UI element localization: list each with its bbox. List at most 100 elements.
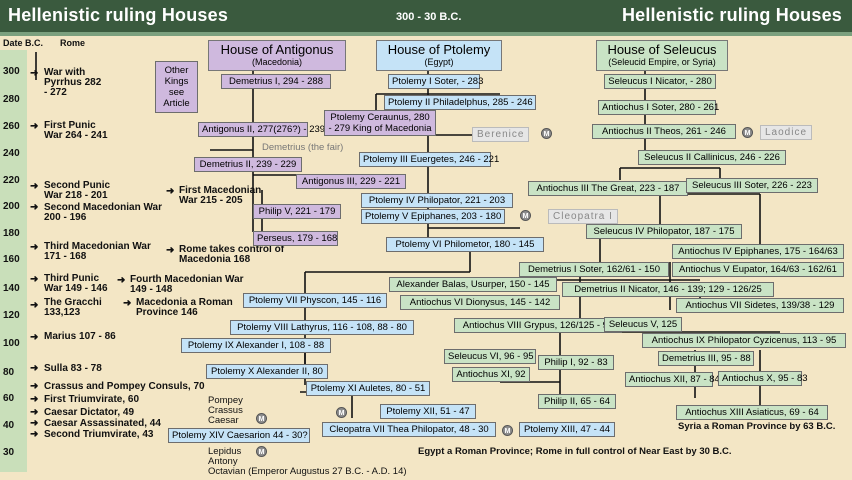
rome-label: Rome (60, 38, 86, 48)
antiochus-iv: Antiochus IV Epiphanes, 175 - 164/63 (672, 244, 844, 259)
year-160: 160 (3, 254, 20, 265)
ptolemy-xii: Ptolemy XII, 51 - 47 (380, 404, 476, 419)
year-180: 180 (3, 228, 20, 239)
roman-pompey: Pompey (208, 395, 243, 406)
ptolemy-ix: Ptolemy IX Alexander I, 108 - 88 (181, 338, 331, 353)
demetrius-i: Demetrius I Soter, 162/61 - 150 (519, 262, 669, 277)
date-range: 300 - 30 B.C. (396, 11, 462, 23)
arrow-icon: ➜ (30, 332, 39, 343)
ptolemy-x: Ptolemy X Alexander II, 80 (206, 364, 328, 379)
rome-event: Third Macedonian War 171 - 168 (44, 241, 151, 262)
rome-event: First Triumvirate, 60 (44, 394, 140, 405)
title-right: Hellenistic ruling Houses (621, 5, 842, 25)
header-stripe (0, 32, 852, 36)
rome-event: Sulla 83 - 78 (44, 363, 102, 374)
rome-event: Marius 107 - 86 (44, 331, 116, 342)
arrow-icon: ➜ (30, 202, 39, 213)
year-60: 60 (3, 393, 15, 404)
rome-event: Caesar Assassinated, 44 (44, 418, 161, 429)
antiochus-xi: Antiochus XI, 92 (452, 367, 530, 382)
year-220: 220 (3, 175, 20, 186)
house-ptolemy-header: House of Ptolemy (Egypt) (376, 40, 502, 71)
year-200: 200 (3, 201, 20, 212)
year-240: 240 (3, 148, 20, 159)
arrow-icon: ➜ (30, 68, 39, 79)
ptolemy-iv: Ptolemy IV Philopator, 221 - 203 (361, 193, 513, 208)
ptolemy-xiv-caesarion: Ptolemy XIV Caesarion 44 - 30? (168, 428, 310, 443)
note-syria: Syria a Roman Province by 63 B.C. (678, 421, 836, 432)
year-120: 120 (3, 310, 20, 321)
house-name: House of Seleucus (607, 42, 717, 57)
year-30: 30 (3, 447, 15, 458)
house-name: House of Ptolemy (387, 42, 491, 57)
arrow-icon: ➜ (30, 381, 39, 392)
antigonid-antigonus-iii: Antigonus III, 229 - 221 (296, 174, 406, 189)
arrow-icon: ➜ (30, 274, 39, 285)
seleucus-iv: Seleucus IV Philopator, 187 - 175 (586, 224, 742, 239)
antiochus-ix: Antiochus IX Philopator Cyzicenus, 113 -… (642, 333, 846, 348)
ptolemy-viii: Ptolemy VIII Lathyrus, 116 - 108, 88 - 8… (230, 320, 414, 335)
rome-event: The Gracchi 133,123 (44, 297, 102, 318)
rome-event: Fourth Macedonian War 149 - 148 (130, 274, 244, 295)
antiochus-viii: Antiochus VIII Grypus, 126/125 - 96 (454, 318, 622, 333)
antiochus-v: Antiochus V Eupator, 164/63 - 162/61 (672, 262, 844, 277)
cleopatra-vii: Cleopatra VII Thea Philopator, 48 - 30 (322, 422, 496, 437)
title-left: Hellenistic ruling Houses (8, 5, 229, 25)
antiochus-vi: Antiochus VI Dionysus, 145 - 142 (400, 295, 560, 310)
arrow-icon: ➜ (117, 275, 126, 286)
antiochus-vii: Antiochus VII Sidetes, 139/38 - 129 (676, 298, 844, 313)
rome-event: Rome takes control of Macedonia 168 (179, 244, 285, 265)
rome-event: Second Triumvirate, 43 (44, 429, 154, 440)
year-300: 300 (3, 66, 20, 77)
marriage-icon: M (336, 407, 347, 418)
arrow-icon: ➜ (30, 407, 39, 418)
arrow-icon: ➜ (30, 429, 39, 440)
arrow-icon: ➜ (123, 298, 132, 309)
demetrius-iii: Demetrius III, 95 - 88 (658, 351, 754, 366)
antigonid-perseus: Perseus, 179 - 168 (253, 231, 338, 246)
marriage-icon: M (541, 128, 552, 139)
arrow-icon: ➜ (166, 245, 175, 256)
house-name: House of Antigonus (220, 42, 334, 57)
alexander-balas: Alexander Balas, Usurper, 150 - 145 (389, 277, 557, 292)
seleucus-ii: Seleucus II Callinicus, 246 - 226 (638, 150, 786, 165)
rome-event: Caesar Dictator, 49 (44, 407, 135, 418)
note-egypt: Egypt a Roman Province; Rome in full con… (418, 446, 732, 457)
seleucus-i: Seleucus I Nicator, - 280 (604, 74, 716, 89)
year-280: 280 (3, 94, 20, 105)
arrow-icon: ➜ (30, 394, 39, 405)
rome-event: Second Punic War 218 - 201 (44, 180, 111, 201)
arrow-icon: ➜ (30, 181, 39, 192)
arrow-icon: ➜ (166, 186, 175, 197)
antigonid-demetrius-fair: Demetrius (the fair) (262, 142, 344, 153)
queen-cleopatra-i: Cleopatra I (548, 209, 618, 224)
ptolemy-xiii: Ptolemy XIII, 47 - 44 (519, 422, 615, 437)
year-80: 80 (3, 367, 15, 378)
marriage-icon: M (502, 425, 513, 436)
date-label: Date B.C. (3, 38, 44, 48)
antiochus-xiii: Antiochus XIII Asiaticus, 69 - 64 (676, 405, 828, 420)
arrow-icon: ➜ (30, 121, 39, 132)
roman-antony: Antony (208, 456, 238, 467)
antigonid-demetrius-ii: Demetrius II, 239 - 229 (194, 157, 302, 172)
antiochus-xii: Antiochus XII, 87 - 84 (625, 372, 720, 387)
header-bar: Hellenistic ruling Houses 300 - 30 B.C. … (0, 0, 852, 32)
antiochus-i: Antiochus I Soter, 280 - 261 (598, 100, 719, 115)
house-sub: (Macedonia) (251, 57, 303, 67)
arrow-icon: ➜ (30, 418, 39, 429)
roman-caesar: Caesar (208, 415, 239, 426)
roman-lepidus: Lepidus (208, 446, 242, 457)
marriage-icon: M (256, 446, 267, 457)
queen-berenice: Berenice (472, 127, 530, 142)
marriage-icon: M (742, 127, 753, 138)
seleucus-iii: Seleucus III Soter, 226 - 223 (686, 178, 818, 193)
ptolemy-vi: Ptolemy VI Philometor, 180 - 145 (386, 237, 544, 252)
ptolemy-ceraunus: Ptolemy Ceraunus, 280 - 279 King of Mace… (324, 110, 436, 136)
year-40: 40 (3, 420, 15, 431)
house-sub: (Egypt) (424, 57, 454, 67)
house-antigonus-header: House of Antigonus (Macedonia) (208, 40, 346, 71)
year-100: 100 (3, 338, 20, 349)
arrow-icon: ➜ (30, 300, 39, 311)
ptolemy-xi: Ptolemy XI Auletes, 80 - 51 (306, 381, 430, 396)
antigonid-demetrius-i: Demetrius I, 294 - 288 (221, 74, 331, 89)
